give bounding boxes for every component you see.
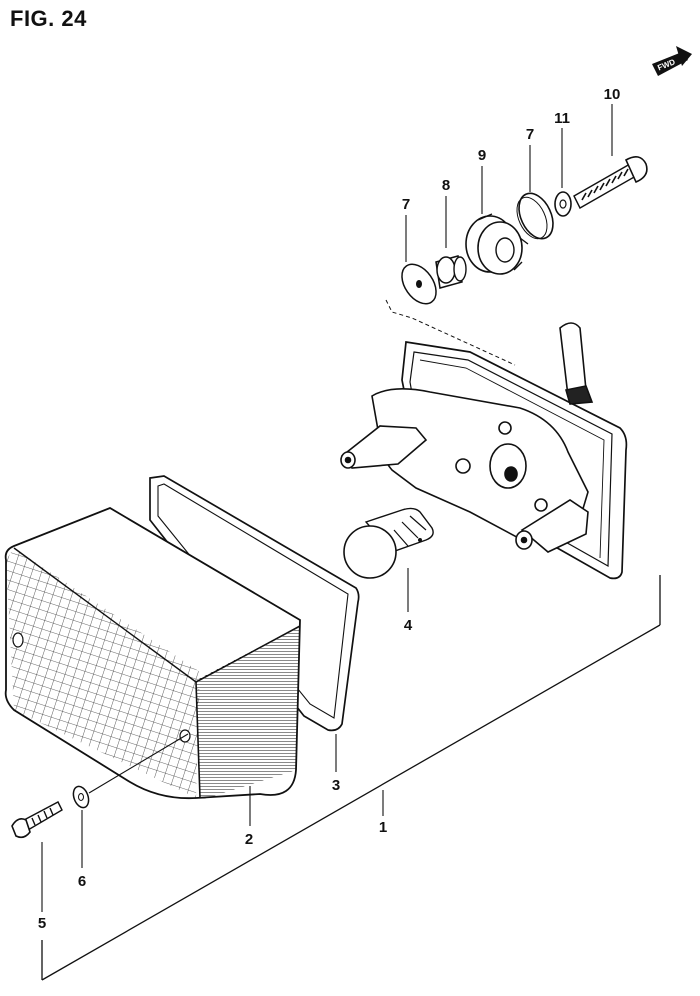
lamp-socket-bracket	[340, 322, 594, 553]
assembly-guide-line	[385, 299, 516, 366]
spacer-part-8	[435, 255, 467, 289]
callout-3: 3	[332, 777, 340, 794]
callout-5: 5	[38, 915, 46, 932]
washer-part-7-right	[516, 192, 554, 240]
callout-8: 8	[442, 177, 450, 194]
callout-4: 4	[404, 617, 413, 634]
callout-1: 1	[379, 819, 387, 836]
bolt-part-10	[573, 156, 648, 209]
forward-direction-arrow: FWD	[652, 46, 692, 76]
washer-part-7-left	[401, 263, 437, 305]
lens-part-2	[4, 507, 301, 800]
callout-9: 9	[478, 147, 486, 164]
callout-6: 6	[78, 873, 86, 890]
callout-11: 11	[554, 110, 570, 127]
callout-labels: 1 2 3 4 5 6 7 7 8 9 10 11	[38, 86, 621, 932]
callout-7-right: 7	[526, 126, 534, 143]
callout-10: 10	[604, 86, 621, 103]
callout-7-left: 7	[402, 196, 410, 213]
grommet-part-9	[465, 213, 529, 275]
gasket-part-3	[149, 475, 360, 732]
bulb-part-4	[343, 507, 434, 579]
washer-part-6	[72, 785, 90, 809]
washer-part-11	[554, 191, 572, 217]
assembly-bracket	[41, 575, 661, 981]
screw-part-5	[11, 801, 63, 839]
callout-2: 2	[245, 831, 253, 848]
leader-lines	[41, 104, 613, 912]
figure-title: FIG. 24	[10, 6, 87, 31]
